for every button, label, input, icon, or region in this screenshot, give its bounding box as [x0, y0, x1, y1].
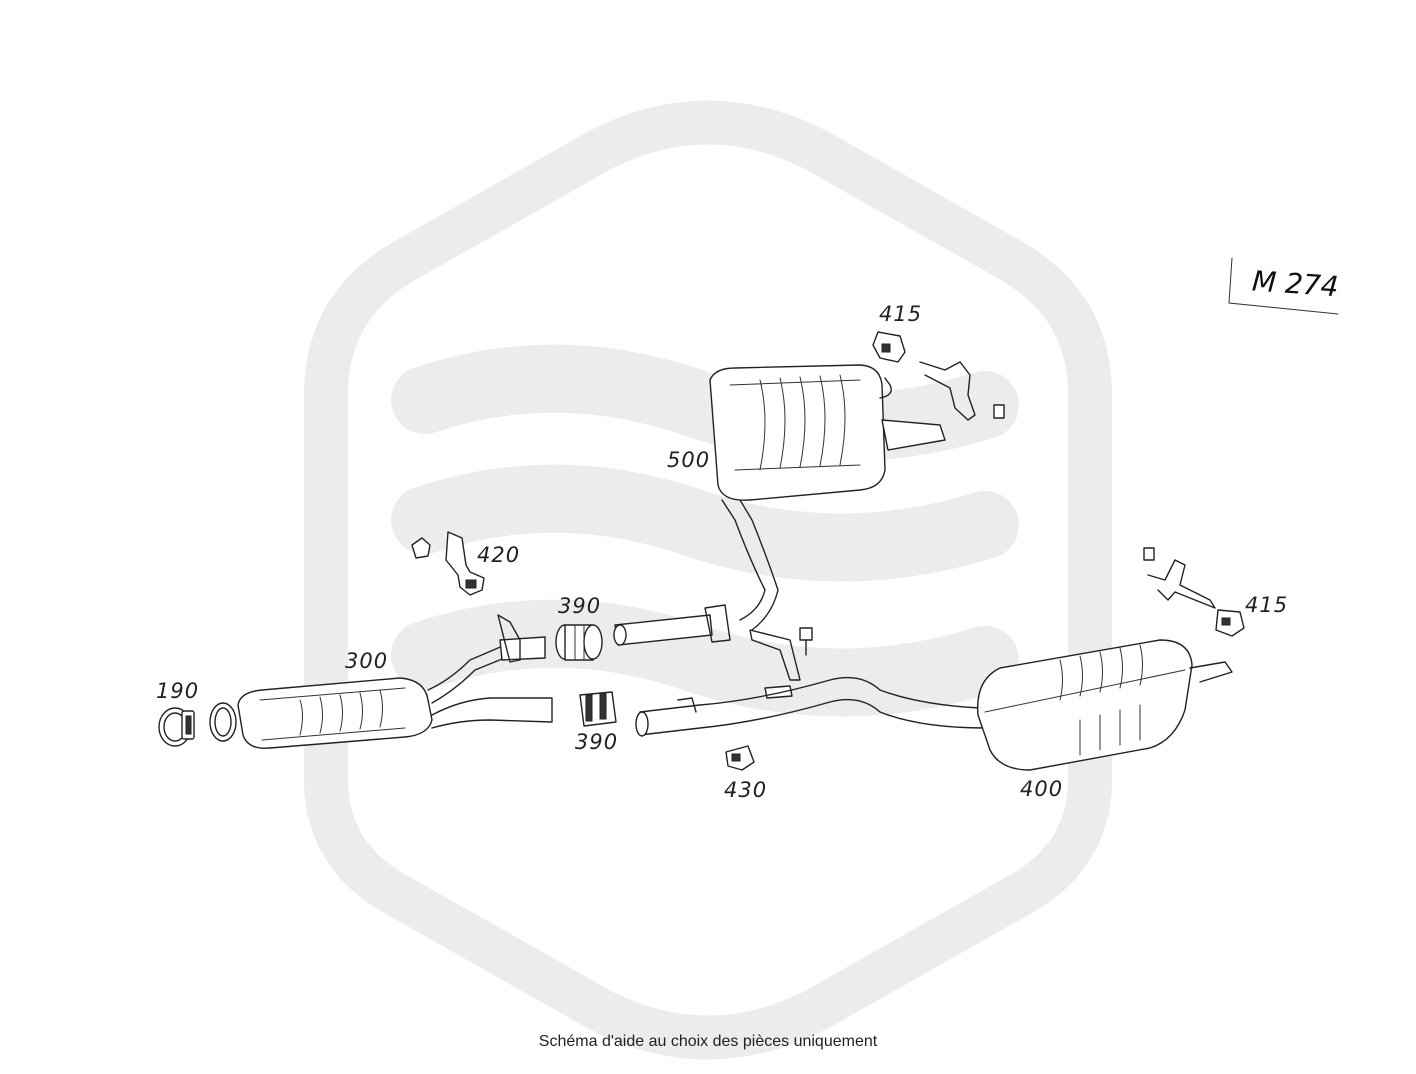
part-415-upper-hanger[interactable]: [872, 331, 1005, 421]
part-430-hanger[interactable]: [725, 745, 755, 771]
part-190-clamp[interactable]: [158, 702, 237, 747]
part-label-190: 190: [156, 679, 199, 703]
watermark-logo: [304, 100, 1112, 1060]
part-415-lower-hanger[interactable]: [1143, 547, 1245, 637]
part-label-420: 420: [477, 543, 520, 567]
part-390-upper-clamp[interactable]: [555, 624, 603, 661]
part-400-rear-muffler[interactable]: [635, 639, 1233, 771]
part-label-500: 500: [667, 448, 710, 472]
part-label-430: 430: [724, 778, 767, 802]
part-label-415-upper: 415: [879, 302, 922, 326]
part-label-415-lower: 415: [1245, 593, 1288, 617]
part-420-hanger[interactable]: [411, 531, 485, 596]
engine-code-box: M 274: [1228, 257, 1340, 315]
engine-code: M 274: [1251, 264, 1340, 303]
part-label-390-upper: 390: [558, 594, 601, 618]
part-label-300: 300: [345, 649, 388, 673]
part-label-390-lower: 390: [575, 730, 618, 754]
part-500-muffler[interactable]: [613, 364, 946, 646]
diagram-caption: Schéma d'aide au choix des pièces unique…: [538, 1033, 878, 1050]
part-label-400: 400: [1020, 777, 1063, 801]
part-390-lower-clamp[interactable]: [579, 691, 617, 727]
part-300-front-pipe[interactable]: [237, 614, 553, 749]
